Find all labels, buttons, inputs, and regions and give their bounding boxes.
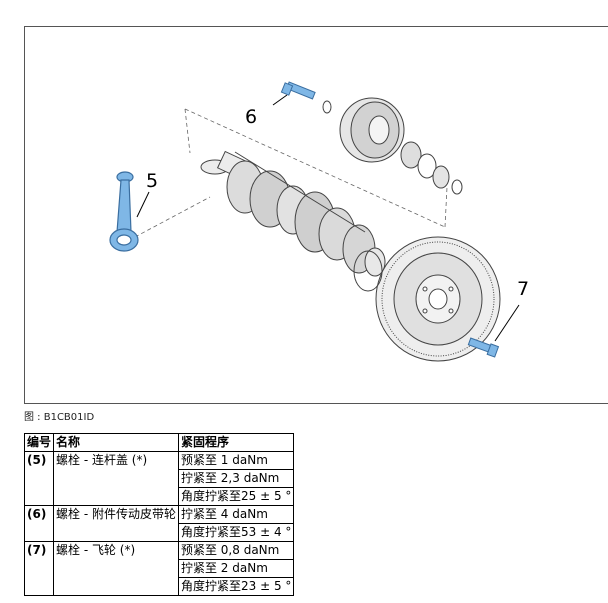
table-row: (7) 螺栓 - 飞轮 (*) 预紧至 0,8 daNm xyxy=(23,541,295,596)
procedure-step: 预紧至 1 daNm xyxy=(177,451,295,470)
seal-ring xyxy=(353,250,383,292)
item-name: 螺栓 - 附件传动皮带轮 xyxy=(53,505,179,542)
header-name: 名称 xyxy=(53,433,179,452)
item-number: (6) xyxy=(23,505,55,542)
procedure-step: 拧紧至 4 daNm xyxy=(177,505,295,524)
procedure-step: 拧紧至 2,3 daNm xyxy=(177,469,295,488)
leader-lines xyxy=(136,94,520,342)
pulley-assembly xyxy=(322,97,463,195)
table-row: 拧紧至 2 daNm xyxy=(25,559,295,578)
procedure-step: 角度拧紧至23 ± 5 ° xyxy=(177,577,295,596)
torque-table: 编号 名称 紧固程序 (5) 螺栓 - 连杆盖 (*) 预紧至 1 daNm 拧… xyxy=(23,433,295,596)
procedure-step: 角度拧紧至25 ± 5 ° xyxy=(177,487,295,506)
connecting-rod-5 xyxy=(109,171,139,252)
item-name: 螺栓 - 连杆盖 (*) xyxy=(53,451,179,506)
procedure-step: 预紧至 0,8 daNm xyxy=(177,541,295,560)
bolt-6 xyxy=(280,81,316,100)
header-number: 编号 xyxy=(23,433,55,452)
callout-7: 7 xyxy=(517,278,529,300)
procedure-step: 角度拧紧至53 ± 4 ° xyxy=(177,523,295,542)
table-row: (6) 螺栓 - 附件传动皮带轮 拧紧至 4 daNm xyxy=(23,505,295,542)
bolt-7 xyxy=(467,337,500,358)
callout-5: 5 xyxy=(146,170,158,192)
table-row: (5) 螺栓 - 连杆盖 (*) 预紧至 1 daNm xyxy=(23,451,295,506)
item-number: (5) xyxy=(23,451,55,506)
crankshaft xyxy=(200,150,386,277)
item-name: 螺栓 - 飞轮 (*) xyxy=(53,541,179,596)
table-row: 角度拧紧至53 ± 4 ° xyxy=(25,523,295,542)
crankshaft-assembly-drawing: 6 5 7 xyxy=(109,81,529,362)
table-header-row: 编号 名称 紧固程序 xyxy=(23,433,295,452)
exploded-diagram: 6 5 7 xyxy=(24,26,608,404)
table-row: 拧紧至 2,3 daNm xyxy=(25,469,295,488)
item-number: (7) xyxy=(23,541,55,596)
procedure-step: 拧紧至 2 daNm xyxy=(177,559,295,578)
flywheel xyxy=(375,236,501,362)
figure-caption: 图 : B1CB01ID xyxy=(24,412,95,423)
callout-6: 6 xyxy=(245,106,257,128)
header-procedure: 紧固程序 xyxy=(177,433,295,452)
table-row: 角度拧紧至23 ± 5 ° xyxy=(25,577,295,596)
